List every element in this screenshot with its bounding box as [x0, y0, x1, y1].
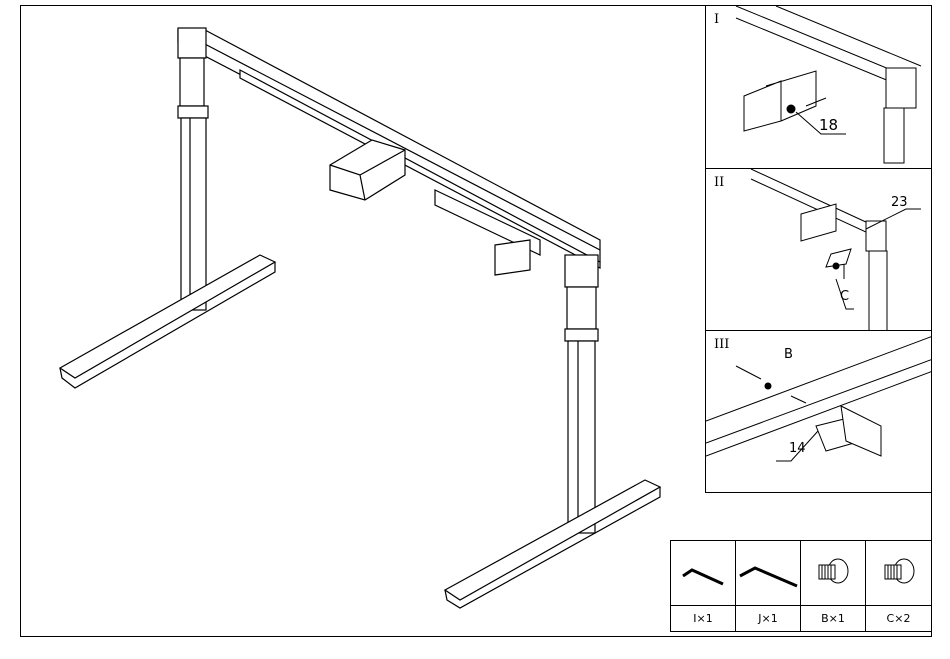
callout-b: B	[784, 347, 793, 362]
detail-drawing	[750, 169, 921, 330]
part-label: C×2	[886, 612, 911, 625]
screw-icon	[866, 541, 931, 606]
hex-key-icon	[671, 541, 736, 606]
panel-numeral: III	[714, 337, 730, 352]
callout-18: 18	[819, 116, 839, 134]
callout-23: 23	[891, 195, 908, 210]
callout-c: C	[840, 289, 850, 304]
parts-table: I×1 J×1 B×1 C×2	[670, 540, 932, 632]
detail-drawing	[735, 6, 922, 164]
hex-key-long-icon	[736, 541, 801, 606]
part-label: I×1	[671, 606, 736, 631]
callout-14: 14	[789, 441, 806, 456]
part-label: J×1	[736, 606, 801, 631]
detail-drawing	[706, 336, 931, 462]
detail-panel-3: III B 14	[705, 330, 932, 493]
panel-numeral: II	[714, 175, 725, 190]
detail-panel-2: II 23 C	[705, 168, 932, 331]
detail-panel-1: I 18	[705, 5, 932, 169]
panel-numeral: I	[714, 12, 720, 27]
part-label: B×1	[801, 606, 866, 631]
screw-icon	[801, 541, 866, 606]
